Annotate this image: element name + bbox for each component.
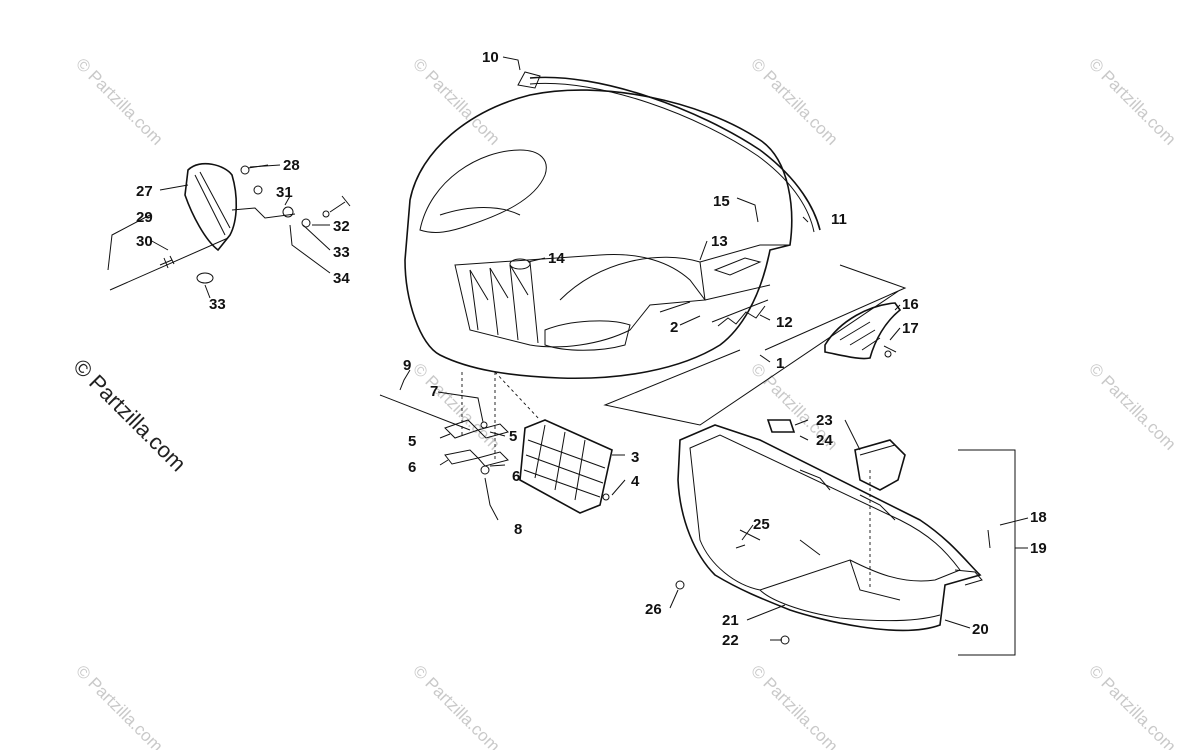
watermarks: © Partzilla.com © Partzilla.com © Partzi…: [68, 54, 1179, 750]
callout-12: 12: [776, 314, 793, 331]
callout-15: 15: [713, 193, 730, 210]
callout-2: 2: [670, 319, 678, 336]
callout-16: 16: [902, 296, 919, 313]
callout-6: 6: [512, 468, 520, 485]
callout-7: 7: [430, 383, 438, 400]
callout-5: 5: [408, 433, 416, 450]
callout-13: 13: [711, 233, 728, 250]
watermark: © Partzilla.com: [1085, 661, 1179, 750]
callout-8: 8: [514, 521, 522, 538]
watermark: © Partzilla.com: [1085, 54, 1179, 148]
callout-25: 25: [753, 516, 770, 533]
watermark: © Partzilla.com: [409, 359, 503, 453]
callout-34: 34: [333, 270, 350, 287]
callout-9: 9: [403, 357, 411, 374]
callout-21: 21: [722, 612, 739, 629]
hood-assembly: [404, 89, 793, 380]
callout-11: 11: [831, 211, 847, 228]
leader-lines: [107, 56, 1029, 641]
callout-6: 6: [408, 459, 416, 476]
callout-10: 10: [482, 49, 499, 66]
rod-assembly: [379, 372, 509, 475]
watermark-main: © Partzilla.com: [68, 354, 191, 477]
callout-4: 4: [631, 473, 640, 490]
callout-27: 27: [136, 183, 153, 200]
callout-19: 19: [1030, 540, 1047, 557]
watermark: © Partzilla.com: [1085, 359, 1179, 453]
callout-26: 26: [645, 601, 662, 618]
callout-20: 20: [972, 621, 989, 638]
callout-33: 33: [333, 244, 350, 261]
callout-32: 32: [333, 218, 350, 235]
side-cover: [824, 302, 902, 360]
callout-18: 18: [1030, 509, 1047, 526]
callout-29: 29: [136, 209, 153, 226]
light-assembly: [109, 162, 351, 291]
watermark: © Partzilla.com: [72, 661, 166, 750]
hood-strip: [517, 71, 821, 233]
callout-23: 23: [816, 412, 833, 429]
tray-handle: [766, 419, 906, 590]
callout-3: 3: [631, 449, 639, 466]
watermark: © Partzilla.com: [409, 661, 503, 750]
callout-5: 5: [509, 428, 517, 445]
callout-33: 33: [209, 296, 226, 313]
callout-24: 24: [816, 432, 833, 449]
callout-28: 28: [283, 157, 300, 174]
storage-tray: [675, 424, 1016, 656]
callout-17: 17: [902, 320, 919, 337]
watermark: © Partzilla.com: [72, 54, 166, 148]
callout-1: 1: [776, 355, 784, 372]
callout-31: 31: [276, 184, 293, 201]
watermark: © Partzilla.com: [747, 54, 841, 148]
watermark: © Partzilla.com: [747, 661, 841, 750]
watermark: © Partzilla.com: [409, 54, 503, 148]
callout-labels: 1 2 3 4 5 5 6 6 7 8 9 10 11 12 13 14 15 …: [136, 49, 1047, 649]
hood-bracket-lines: [603, 264, 907, 426]
callout-30: 30: [136, 233, 153, 250]
callout-22: 22: [722, 632, 739, 649]
grille-mesh: [494, 371, 613, 514]
callout-14: 14: [548, 250, 565, 267]
